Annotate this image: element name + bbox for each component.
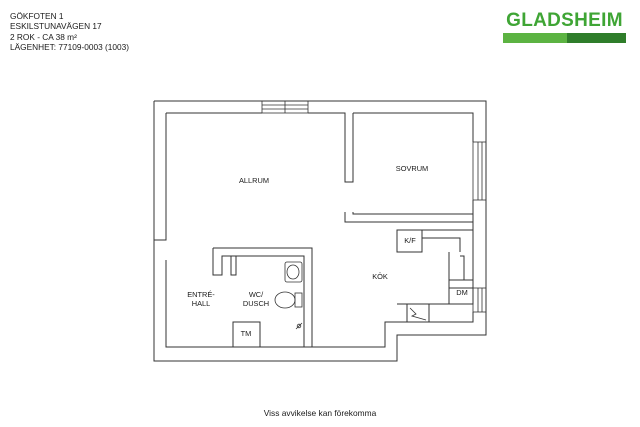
property-info: GÖKFOTEN 1 ESKILSTUNAVÄGEN 17 2 ROK - CA… bbox=[10, 11, 129, 53]
property-name: GÖKFOTEN 1 bbox=[10, 11, 64, 21]
apartment-size: 2 ROK - CA 38 m² bbox=[10, 31, 77, 42]
room-label-allrum: ALLRUM bbox=[239, 176, 269, 185]
stove-icon bbox=[409, 307, 427, 321]
label-dm: DM bbox=[456, 288, 468, 297]
label-kf: K/F bbox=[404, 236, 416, 245]
disclaimer: Viss avvikelse kan förekomma bbox=[263, 408, 377, 418]
toilet-icon bbox=[274, 291, 296, 309]
label-tm: TM bbox=[241, 329, 252, 338]
room-label-entre-1: ENTRÉ- bbox=[187, 290, 215, 299]
room-label-kok: KÖK bbox=[372, 272, 388, 281]
logo-bar-light bbox=[503, 33, 567, 43]
outer-walls bbox=[153, 100, 487, 362]
shower-icon bbox=[296, 323, 302, 329]
room-label-wc-2: DUSCH bbox=[243, 299, 269, 308]
apartment-number: LÄGENHET: 77109-0003 (1003) bbox=[10, 42, 129, 53]
windows bbox=[261, 100, 487, 313]
interior-walls bbox=[212, 113, 474, 348]
room-label-sovrum: SOVRUM bbox=[396, 164, 428, 173]
street-address: ESKILSTUNAVÄGEN 17 bbox=[10, 21, 102, 32]
washbasin-icon bbox=[284, 261, 303, 283]
room-label-wc-1: WC/ bbox=[249, 290, 264, 299]
gladsheim-logo: GLADSHEIM bbox=[503, 9, 626, 43]
room-label-entre-2: HALL bbox=[192, 299, 211, 308]
logo-text: GLADSHEIM bbox=[506, 10, 623, 31]
fixtures bbox=[274, 261, 427, 330]
logo-bar-dark bbox=[567, 33, 626, 43]
